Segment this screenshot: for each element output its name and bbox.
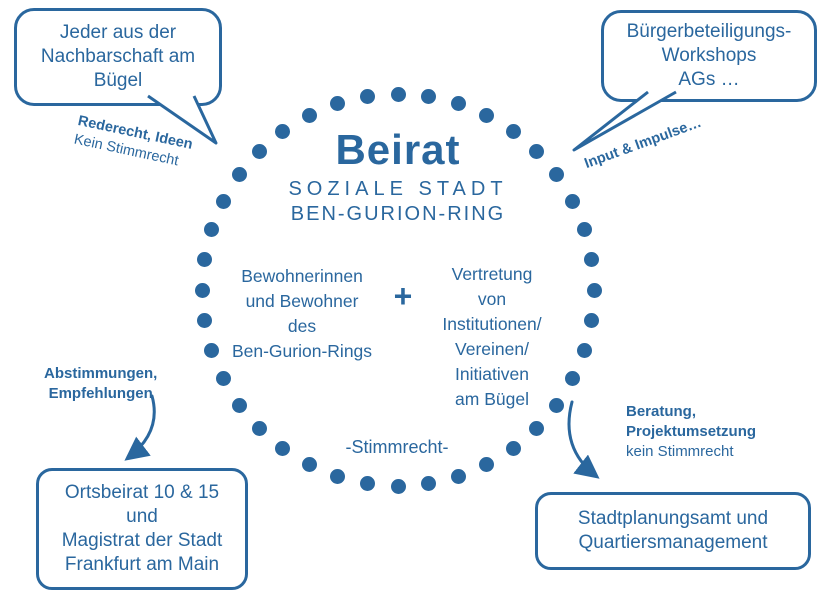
circle-dot bbox=[301, 457, 317, 473]
circle-dot bbox=[586, 282, 602, 298]
circle-dot bbox=[196, 251, 212, 267]
circle-dot bbox=[359, 88, 375, 104]
circle-dot bbox=[329, 468, 345, 484]
circle-dot bbox=[421, 88, 437, 104]
circle-dot bbox=[390, 478, 406, 494]
circle-dot bbox=[215, 371, 231, 387]
circle-dot bbox=[301, 107, 317, 123]
center-subtitle-soziale-stadt: SOZIALE STADT bbox=[288, 178, 508, 200]
circle-dot bbox=[231, 167, 247, 183]
members-institutions-text: Vertretung von Institutionen/ Vereinen/ … bbox=[442, 264, 542, 409]
circle-dot bbox=[529, 421, 545, 437]
note-beratung: Beratung, Projektumsetzung kein Stimmrec… bbox=[626, 402, 756, 462]
center-title: Beirat bbox=[335, 126, 461, 173]
voting-right-label: -Stimmrecht- bbox=[345, 437, 449, 457]
speech-bubble-neighbourhood: Jeder aus der Nachbarschaft am Bügel bbox=[14, 8, 222, 106]
circle-dot bbox=[565, 193, 581, 209]
box-stadtplanungsamt: Stadtplanungsamt und Quartiersmanagement bbox=[535, 492, 811, 570]
circle-dot bbox=[390, 86, 406, 102]
circle-dot bbox=[549, 397, 565, 413]
circle-dot bbox=[421, 476, 437, 492]
box-ortsbeirat-magistrat: Ortsbeirat 10 & 15 und Magistrat der Sta… bbox=[36, 468, 248, 590]
circle-dot bbox=[505, 441, 521, 457]
circle-dot bbox=[576, 343, 592, 359]
circle-dot bbox=[584, 313, 600, 329]
circle-dot bbox=[451, 96, 467, 112]
circle-dot bbox=[251, 143, 267, 159]
members-residents-text: Bewohnerinnen und Bewohner des Ben-Gurio… bbox=[231, 266, 373, 361]
note-rederecht: Rederecht, Ideen Kein Stimmrecht bbox=[72, 112, 195, 173]
note-beratung-regular: kein Stimmrecht bbox=[626, 443, 734, 460]
circle-dot bbox=[215, 193, 231, 209]
box-stadtplanungsamt-text: Stadtplanungsamt und Quartiersmanagement bbox=[577, 508, 769, 553]
circle-dot bbox=[479, 457, 495, 473]
circle-dot bbox=[505, 123, 521, 139]
circle-dot bbox=[329, 96, 345, 112]
circle-dot bbox=[204, 221, 220, 237]
circle-dot bbox=[196, 313, 212, 329]
circle-dot bbox=[251, 421, 267, 437]
circle-dot bbox=[275, 441, 291, 457]
note-input-impulse: Input & Impulse… bbox=[582, 114, 704, 172]
plus-icon: + bbox=[393, 278, 413, 314]
circle-dot bbox=[359, 476, 375, 492]
circle-dot bbox=[479, 107, 495, 123]
circle-dot bbox=[576, 221, 592, 237]
circle-dot bbox=[565, 371, 581, 387]
circle-dot bbox=[275, 123, 291, 139]
circle-dot bbox=[194, 282, 210, 298]
note-beratung-bold: Beratung, Projektumsetzung bbox=[626, 403, 757, 440]
arrow-to-ortsbeirat bbox=[124, 394, 156, 461]
center-subtitle-ben-gurion-ring: BEN-GURION-RING bbox=[290, 203, 506, 225]
circle-dot bbox=[231, 397, 247, 413]
speech-bubble-neighbourhood-text: Jeder aus der Nachbarschaft am Bügel bbox=[40, 22, 196, 91]
speech-bubble-workshops: Bürgerbeteiligungs- Workshops AGs … bbox=[601, 10, 817, 102]
circle-dot bbox=[529, 143, 545, 159]
circle-dot bbox=[549, 167, 565, 183]
note-abstimmungen: Abstimmungen, Empfehlungen bbox=[44, 365, 158, 402]
circle-dot bbox=[204, 343, 220, 359]
circle-dot bbox=[451, 468, 467, 484]
speech-bubble-workshops-text: Bürgerbeteiligungs- Workshops AGs … bbox=[626, 21, 792, 90]
box-ortsbeirat-magistrat-text: Ortsbeirat 10 & 15 und Magistrat der Sta… bbox=[61, 482, 223, 575]
arrow-to-stadtplanungsamt bbox=[567, 400, 600, 479]
circle-dot bbox=[584, 251, 600, 267]
